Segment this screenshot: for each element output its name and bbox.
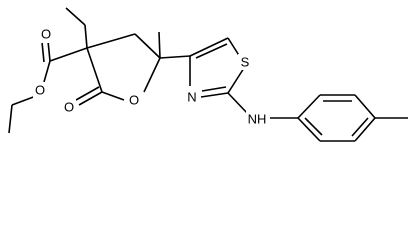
bond-c3-c4 — [86, 33, 136, 49]
bond-ar-3-4 — [354, 94, 376, 119]
bond-ethyl-ester-ch3 — [8, 104, 13, 134]
bond-tz-s-c2 — [227, 67, 245, 94]
bond-ester-carbonyl-1 — [47, 40, 51, 62]
atom-labels: O O O O S N NH — [33, 27, 268, 127]
bond-tz-c2-n-double — [201, 86, 227, 92]
atom-s-thiazole: S — [241, 55, 250, 70]
bond-o-c2 — [101, 91, 125, 101]
bond-c5-thiazole — [159, 55, 191, 59]
bond-c3-ester-c — [49, 47, 88, 62]
bond-c2-c3 — [86, 47, 103, 93]
bond-tz-c4-c5-double — [195, 43, 228, 59]
atom-nh-amine: NH — [248, 112, 267, 127]
bond-tz-c4-c5 — [189, 37, 229, 57]
bond-ester-carbonyl-2 — [41, 41, 45, 63]
atom-n-thiazole: N — [187, 90, 196, 105]
bond-ester-c-o — [43, 60, 51, 83]
bond-tz-c2-n — [200, 92, 229, 98]
bonds — [8, 7, 408, 142]
bond-ar-4-5 — [354, 117, 376, 142]
bond-ar-4-5-double — [351, 117, 369, 137]
bond-ar-6-1 — [297, 117, 321, 142]
bond-o-ethyl-ch2 — [11, 95, 37, 106]
bond-c2-carbonyl-1 — [78, 91, 103, 106]
atom-o-ester-ether: O — [35, 83, 45, 98]
bond-tz-c2-nh — [227, 92, 249, 115]
atom-o-ester-carbonyl: O — [41, 27, 51, 42]
bond-ethyl-ch2 — [84, 24, 88, 49]
bond-c5-methyl — [158, 31, 161, 59]
bond-c2-carbonyl-2 — [75, 86, 100, 101]
bond-ethyl-ch3 — [65, 7, 86, 26]
atom-o-lactone-carbonyl: O — [64, 100, 74, 115]
atom-o-ring: O — [129, 93, 139, 108]
bond-c4-c5 — [134, 33, 161, 59]
bond-tz-c5-s — [227, 37, 241, 58]
bond-ar-6-1-double — [304, 117, 323, 136]
chemical-structure: O O O O S N NH — [8, 7, 408, 142]
bond-c5-o — [143, 57, 161, 93]
bond-ar-1-2 — [297, 94, 321, 119]
